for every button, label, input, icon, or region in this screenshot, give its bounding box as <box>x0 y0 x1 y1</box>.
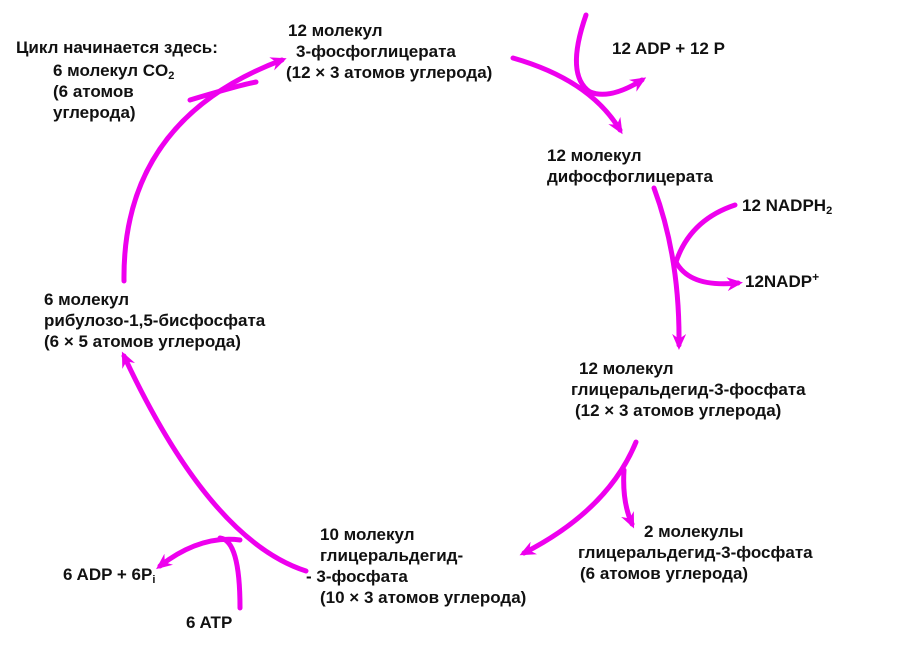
pga-line3: (12 × 3 атомов углерода) <box>286 63 493 82</box>
co2-line3: (6 атомов <box>53 82 134 101</box>
g3p2-line3: (6 атомов углерода) <box>580 564 749 583</box>
pga-line2: 3-фосфоглицерата <box>296 42 456 61</box>
arrow-atp6-in <box>217 535 243 611</box>
arrow-g3p10-to-rubp <box>121 351 309 574</box>
co2-line: 6 молекул CO2 <box>53 60 175 82</box>
adp6-text: 6 ADP + 6P <box>63 565 153 584</box>
label-nadp: 12NADP+ <box>745 271 819 292</box>
g3p10-line2: глицеральдегид- <box>320 546 464 565</box>
dpga-line2: дифосфоглицерата <box>547 167 713 186</box>
g3p2-line1: 2 молекулы <box>644 522 744 541</box>
adp12-text: 12 ADP + 12 P <box>612 39 725 58</box>
co2-subscript: 2 <box>168 70 175 82</box>
rubp-line1: 6 молекул <box>44 290 130 309</box>
node-2-g3p: 2 молекулы глицеральдегид-3-фосфата (6 а… <box>578 521 813 584</box>
arrow-dpga-to-g3p12 <box>651 185 687 350</box>
label-cycle-start: Цикл начинается здесь: <box>16 37 218 58</box>
node-3-phosphoglycerate: 12 молекул 3-фосфоглицерата (12 × 3 атом… <box>286 20 492 83</box>
nadph-subscript: 2 <box>826 205 833 217</box>
rubp-line2: рибулозо-1,5-бисфосфата <box>44 311 266 330</box>
adp6-line: 6 ADP + 6Pi <box>63 564 156 586</box>
arrow-g3p12-to-g3p10 <box>519 439 639 556</box>
g3p10-line3: - 3-фосфата <box>306 567 408 586</box>
arrow-co2-input <box>187 79 259 103</box>
arrow-nadph-in <box>673 202 738 265</box>
g3p12-line2: глицеральдегид-3-фосфата <box>571 380 806 399</box>
label-6-atp: 6 ATP <box>186 612 232 633</box>
arrow-pga-to-dpga <box>510 55 623 135</box>
arrow-adp6-out <box>156 536 243 570</box>
start-line1: Цикл начинается здесь: <box>16 38 218 57</box>
nadp-line: 12NADP+ <box>745 271 819 292</box>
arrow-atp-adp-in <box>574 12 593 95</box>
g3p10-line4: (10 × 3 атомов углерода) <box>320 588 527 607</box>
node-12-g3p: 12 молекул глицеральдегид-3-фосфата (12 … <box>571 358 806 421</box>
g3p12-line1: 12 молекул <box>579 359 674 378</box>
co2-text: 6 молекул CO <box>53 61 169 80</box>
nadph-line: 12 NADPH2 <box>742 195 833 217</box>
arrow-g3p2-out <box>621 467 635 529</box>
label-6-adp: 6 ADP + 6Pi <box>63 564 156 586</box>
node-10-g3p: 10 молекул глицеральдегид- - 3-фосфата (… <box>306 524 526 608</box>
adp6-subscript: i <box>152 574 156 586</box>
nadp-superscript: + <box>812 270 820 284</box>
label-co2: 6 молекул CO2 (6 атомов углерода) <box>53 60 174 123</box>
co2-line4: углерода) <box>53 103 136 122</box>
g3p10-line1: 10 молекул <box>320 525 415 544</box>
dpga-line1: 12 молекул <box>547 146 642 165</box>
pga-line1: 12 молекул <box>288 21 383 40</box>
label-12-adp: 12 ADP + 12 P <box>612 38 725 59</box>
nadph-text: 12 NADPH <box>742 196 827 215</box>
g3p12-line3: (12 × 3 атомов углерода) <box>575 401 782 420</box>
node-ribulose-bisphosphate: 6 молекул рибулозо-1,5-бисфосфата (6 × 5… <box>44 289 265 352</box>
arrow-nadp-out <box>673 259 743 292</box>
nadp-text: 12NADP <box>745 272 813 291</box>
label-nadph: 12 NADPH2 <box>742 195 833 217</box>
g3p2-line2: глицеральдегид-3-фосфата <box>578 543 813 562</box>
atp6-text: 6 ATP <box>186 613 233 632</box>
rubp-line3: (6 × 5 атомов углерода) <box>44 332 241 351</box>
arrow-atp-adp-out <box>587 77 647 97</box>
arrow-rubp-to-pga <box>121 57 287 284</box>
node-diphosphoglycerate: 12 молекул дифосфоглицерата <box>547 145 713 187</box>
